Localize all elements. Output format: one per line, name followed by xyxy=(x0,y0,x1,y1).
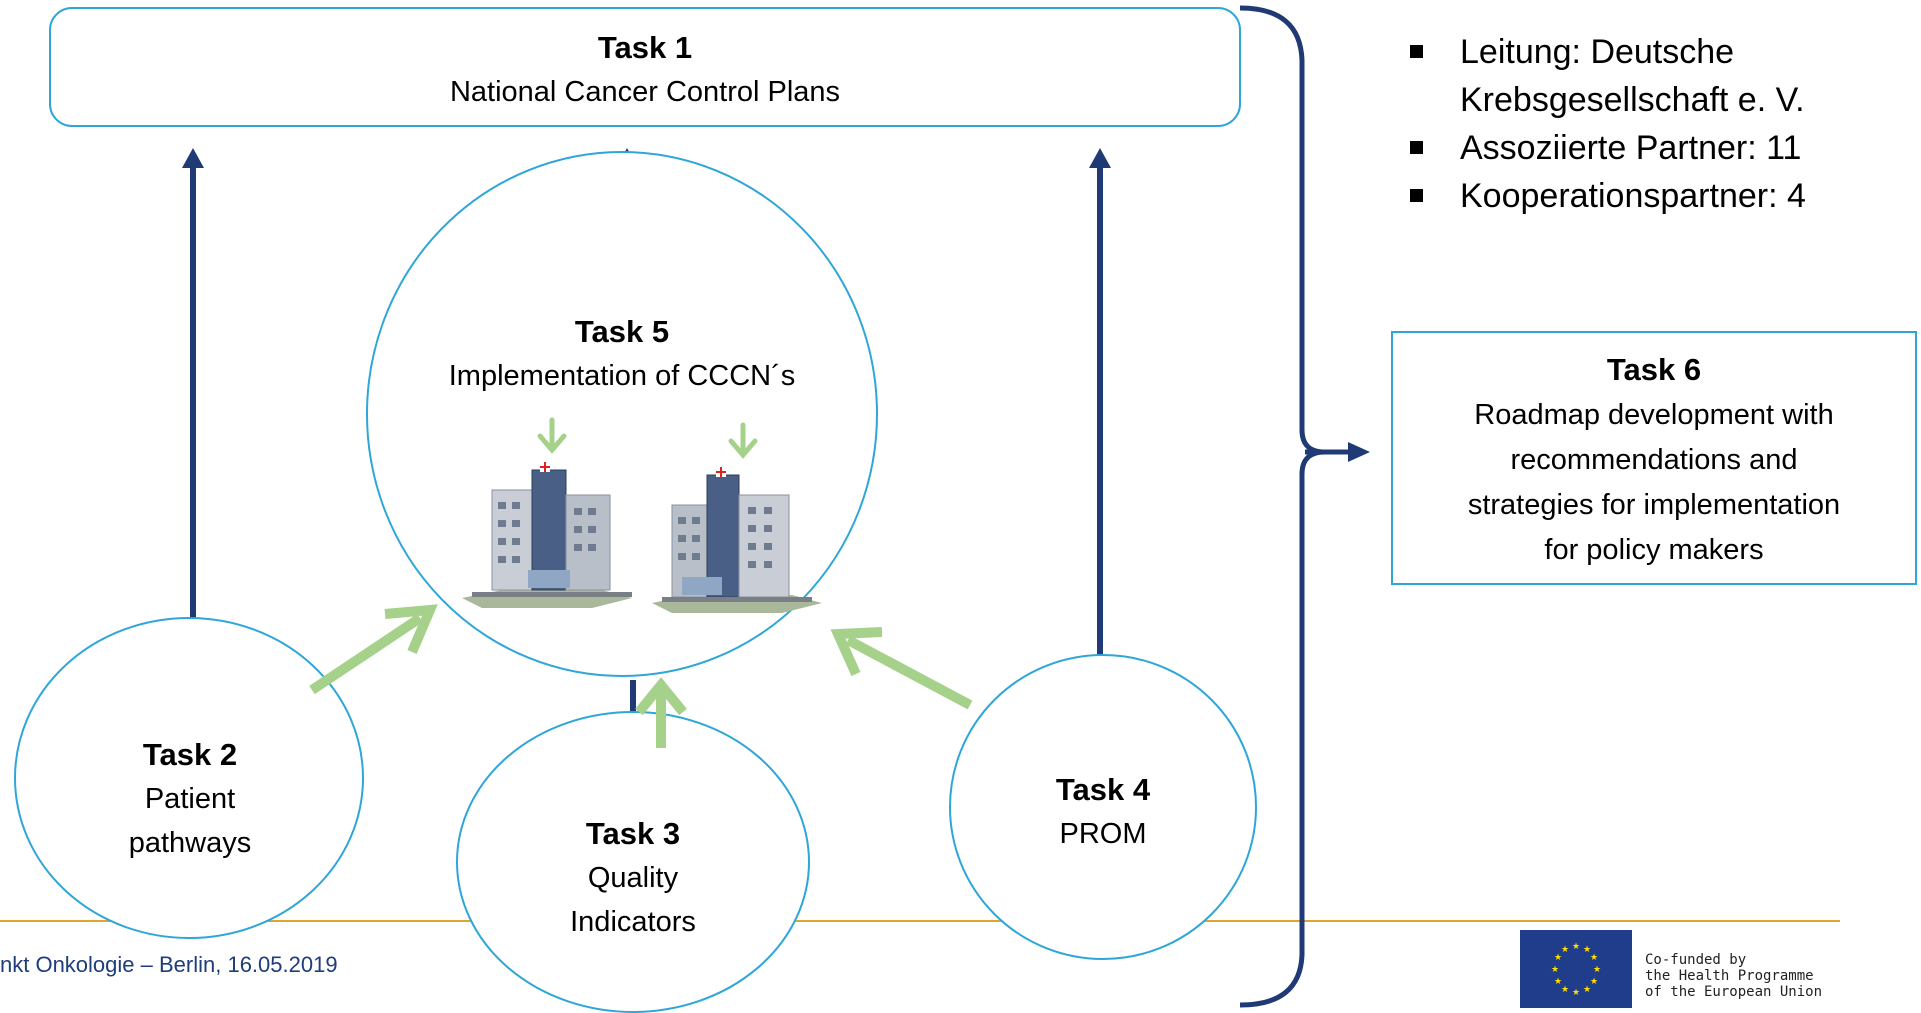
task1-title: Task 1 xyxy=(597,30,693,65)
svg-text:★: ★ xyxy=(1572,988,1580,998)
svg-text:★: ★ xyxy=(1583,945,1591,955)
task6-desc-line: recommendations and xyxy=(1510,444,1798,476)
bullet-text-cont: Krebsgesellschaft e. V. xyxy=(1460,81,1805,119)
green-arrows xyxy=(309,604,973,748)
hospital-building-icon xyxy=(462,462,632,608)
hospital-building-icon xyxy=(652,467,822,613)
task3-label: Task 3 Quality Indicators xyxy=(483,812,783,944)
bullet-text: Leitung: Deutsche xyxy=(1460,33,1735,71)
task3-desc-line1: Quality xyxy=(587,862,679,894)
arrow-head-task6 xyxy=(1348,442,1370,462)
svg-text:★: ★ xyxy=(1590,977,1598,987)
bullet-text: Assoziierte Partner: 11 xyxy=(1460,129,1802,167)
task1-box xyxy=(49,7,1241,127)
task4-circle xyxy=(949,654,1257,960)
eu-line: of the European Union xyxy=(1645,984,1823,1000)
task6-box: Task 6 Roadmap development with recommen… xyxy=(1391,331,1917,585)
task4-desc: PROM xyxy=(1059,818,1147,850)
task2-desc-line1: Patient xyxy=(144,783,236,815)
svg-text:★: ★ xyxy=(1554,977,1562,987)
green-arrow-task4 xyxy=(845,635,973,710)
task2-circle xyxy=(14,617,364,939)
task4-label: Task 4 PROM xyxy=(953,768,1253,856)
arrow-head-task4 xyxy=(1089,148,1111,168)
eu-flag-icon: ★★★ ★★★ ★★★ ★★★ xyxy=(1520,930,1632,1008)
task6-desc: Roadmap development with recommendations… xyxy=(1393,393,1915,573)
task5-label: Task 5 Implementation of CCCN´s xyxy=(370,310,874,398)
svg-text:★: ★ xyxy=(1561,945,1569,955)
bullet-text: Kooperationspartner: 4 xyxy=(1460,177,1806,215)
arrow-head-task2 xyxy=(182,148,204,168)
task3-circle xyxy=(456,711,810,1013)
green-arrow-task2 xyxy=(309,613,423,695)
dark-arrows xyxy=(182,148,1111,745)
task6-desc-line: for policy makers xyxy=(1544,534,1764,566)
svg-text:★: ★ xyxy=(1572,942,1580,952)
svg-text:★: ★ xyxy=(1583,985,1591,995)
eu-line: Co-funded by xyxy=(1645,952,1747,968)
task2-desc-line2: pathways xyxy=(128,827,252,859)
footer-text: nkt Onkologie – Berlin, 16.05.2019 xyxy=(0,952,338,977)
eu-line: the Health Programme xyxy=(1645,968,1814,984)
task6-title: Task 6 xyxy=(1606,352,1702,387)
task2-label: Task 2 Patient pathways xyxy=(40,733,340,865)
task6-desc-line: strategies for implementation xyxy=(1467,489,1841,521)
task5-title: Task 5 xyxy=(574,314,670,349)
svg-text:★: ★ xyxy=(1590,953,1598,963)
bullet-item: Assoziierte Partner: 11 xyxy=(1400,124,1806,172)
task1-label: Task 1 National Cancer Control Plans xyxy=(50,26,1240,114)
eu-funding-text: Co-funded by the Health Programme of the… xyxy=(1645,952,1822,1000)
task4-title: Task 4 xyxy=(1055,772,1151,807)
bullet-item: Kooperationspartner: 4 xyxy=(1400,172,1806,220)
task5-desc: Implementation of CCCN´s xyxy=(448,360,796,392)
svg-text:★: ★ xyxy=(1551,965,1559,975)
task6-desc-line: Roadmap development with xyxy=(1474,399,1834,431)
task3-desc-line2: Indicators xyxy=(570,906,696,938)
svg-text:★: ★ xyxy=(1554,953,1562,963)
svg-text:★: ★ xyxy=(1593,965,1601,975)
task1-desc: National Cancer Control Plans xyxy=(449,76,841,108)
task2-title: Task 2 xyxy=(142,737,238,772)
svg-text:★: ★ xyxy=(1561,985,1569,995)
inner-green-arrows xyxy=(537,417,758,459)
task3-title: Task 3 xyxy=(585,816,681,851)
